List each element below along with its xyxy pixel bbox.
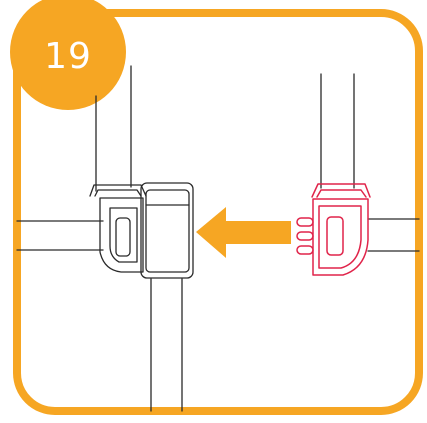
left-chest-strap [16, 220, 104, 251]
left-upper-strap [95, 65, 132, 192]
right-buckle-clip [296, 183, 371, 276]
left-buckle-clip [89, 184, 147, 273]
insert-arrow-icon [196, 207, 291, 258]
step-badge [10, 0, 126, 110]
right-chest-strap [367, 218, 420, 252]
right-upper-strap [320, 73, 355, 189]
lower-strap [150, 278, 183, 412]
step-number: 19 [44, 35, 92, 77]
frame-border [13, 9, 423, 415]
center-latch [140, 182, 194, 279]
